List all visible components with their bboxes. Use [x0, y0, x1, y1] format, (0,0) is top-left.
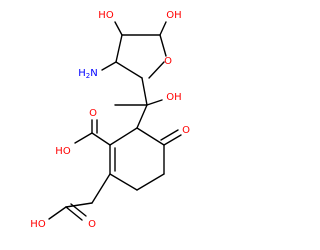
bond: [159, 21, 167, 36]
bond: [136, 173, 165, 191]
bond: [109, 173, 138, 191]
bond: [160, 129, 179, 141]
amine-h: H: [78, 68, 86, 79]
bond: [91, 173, 111, 204]
bond: [146, 99, 163, 106]
bond: [136, 127, 165, 146]
bond: [141, 77, 148, 106]
hydroxyl-label: HO: [55, 146, 71, 157]
hydroxyl-label: HO: [30, 219, 46, 230]
hydroxyl-label: OH: [166, 10, 181, 21]
bond: [109, 127, 138, 146]
hydroxyl-label: HO: [98, 10, 114, 21]
acid-oxygen-label: O: [88, 219, 96, 230]
bond: [65, 202, 93, 208]
chemical-structure: HO OH O H2N OH O O HO HO O: [30, 10, 190, 230]
bond: [101, 61, 117, 71]
bond: [74, 132, 93, 144]
hydroxyl-label: OH: [166, 92, 181, 103]
bond: [159, 34, 167, 57]
bond: [70, 203, 87, 217]
bond: [48, 206, 67, 220]
ketone-oxygen-label: O: [182, 125, 190, 136]
bond: [91, 132, 111, 146]
amine-subscript: 2: [86, 72, 90, 80]
bond: [115, 61, 143, 79]
amine-n: N: [90, 68, 97, 79]
acid-oxygen-label: O: [89, 108, 97, 119]
bond: [148, 61, 165, 79]
ring-oxygen-label: O: [164, 56, 172, 67]
amine-label: H2N: [78, 68, 97, 80]
bond: [136, 104, 148, 129]
bond: [65, 206, 83, 221]
bond: [114, 21, 123, 36]
atom-labels: HO OH O H2N OH O O HO HO O: [30, 10, 190, 230]
bond-lines: [48, 21, 182, 221]
bond: [163, 134, 182, 146]
bond: [115, 34, 123, 63]
